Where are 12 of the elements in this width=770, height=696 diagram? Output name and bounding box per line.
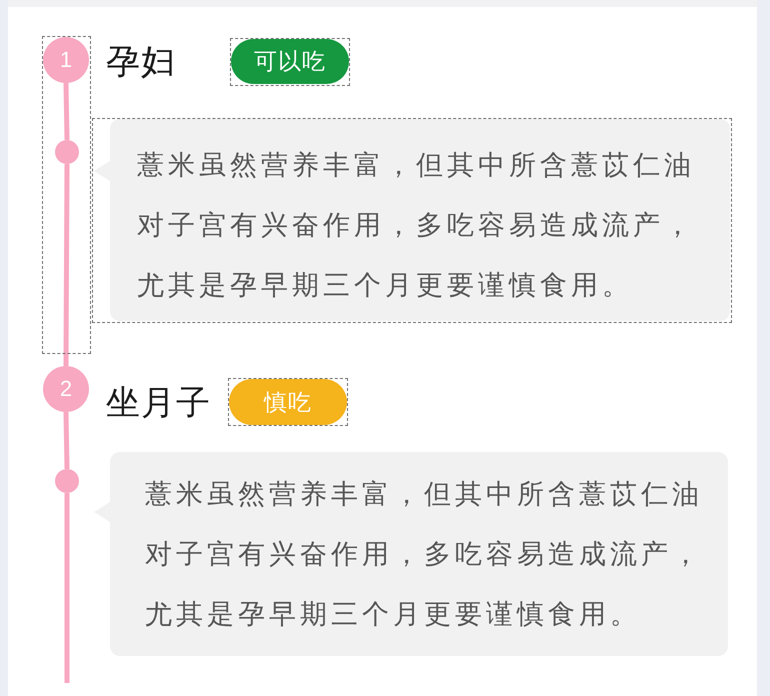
step-title: 坐月子 xyxy=(106,382,211,425)
description-text: 薏米虽然营养丰富，但其中所含薏苡仁油对子宫有兴奋作用，多吃容易造成流产，尤其是孕早期三个月更要谨慎食用。 xyxy=(145,478,704,632)
timeline-line xyxy=(64,164,70,366)
timeline-line xyxy=(64,493,70,683)
step-number: 2 xyxy=(60,377,72,401)
description-text: 薏米虽然营养丰富，但其中所含薏苡仁油对子宫有兴奋作用，多吃容易造成流产，尤其是孕早期三个月更要谨慎食用。 xyxy=(137,149,696,303)
step-number: 1 xyxy=(60,48,72,72)
timeline-line xyxy=(64,82,70,140)
status-tag: 慎吃 xyxy=(229,379,347,425)
status-tag: 可以吃 xyxy=(231,39,349,84)
step-title: 孕妇 xyxy=(106,41,176,84)
timeline-line xyxy=(64,412,70,470)
